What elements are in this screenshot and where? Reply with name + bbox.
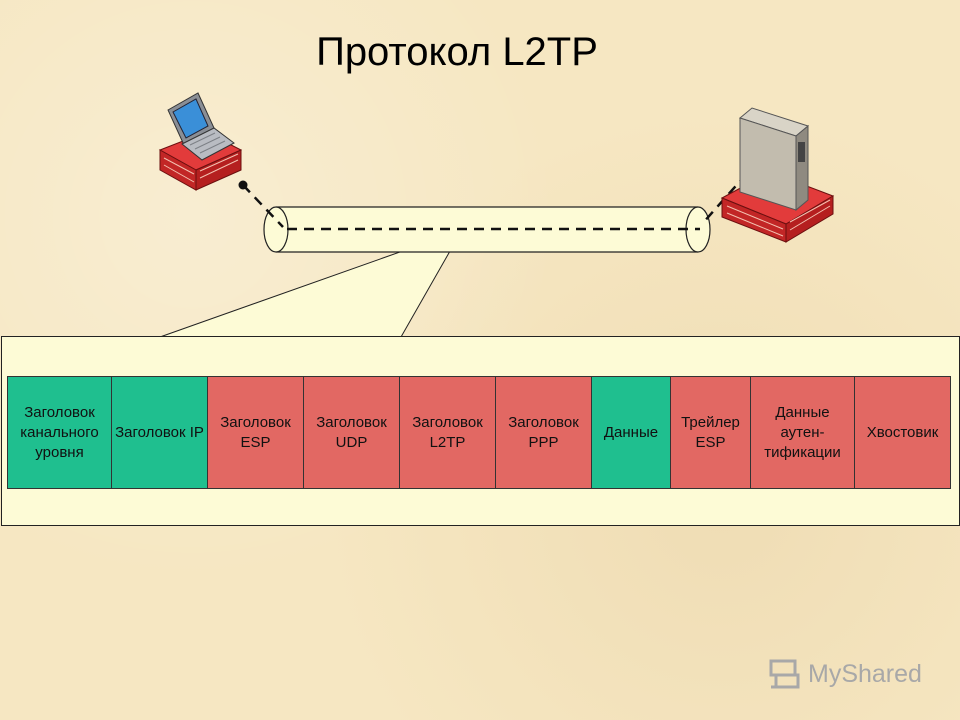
field-auth-data: Данные аутен-тификации [750,376,855,489]
packet-structure: Заголовок канального уровня Заголовок IP… [7,376,951,489]
field-trailer: Хвостовик [854,376,951,489]
field-esp-trailer: Трейлер ESP [670,376,751,489]
field-ip-header: Заголовок IP [111,376,208,489]
myshared-logo-icon [769,659,800,689]
page-title: Протокол L2TP [316,30,598,74]
connector-left [242,184,284,228]
field-link-header: Заголовок канального уровня [7,376,112,489]
field-esp-header: Заголовок ESP [207,376,304,489]
tunnel-pipe [263,206,711,253]
watermark-text: MyShared [808,659,922,688]
field-udp-header: Заголовок UDP [303,376,400,489]
server-firewall-icon [720,107,835,243]
field-l2tp-header: Заголовок L2TP [399,376,496,489]
field-ppp-header: Заголовок PPP [495,376,592,489]
watermark: MyShared [768,656,922,692]
connector-right [701,160,759,225]
field-data: Данные [591,376,671,489]
laptop-firewall-icon [158,92,243,191]
